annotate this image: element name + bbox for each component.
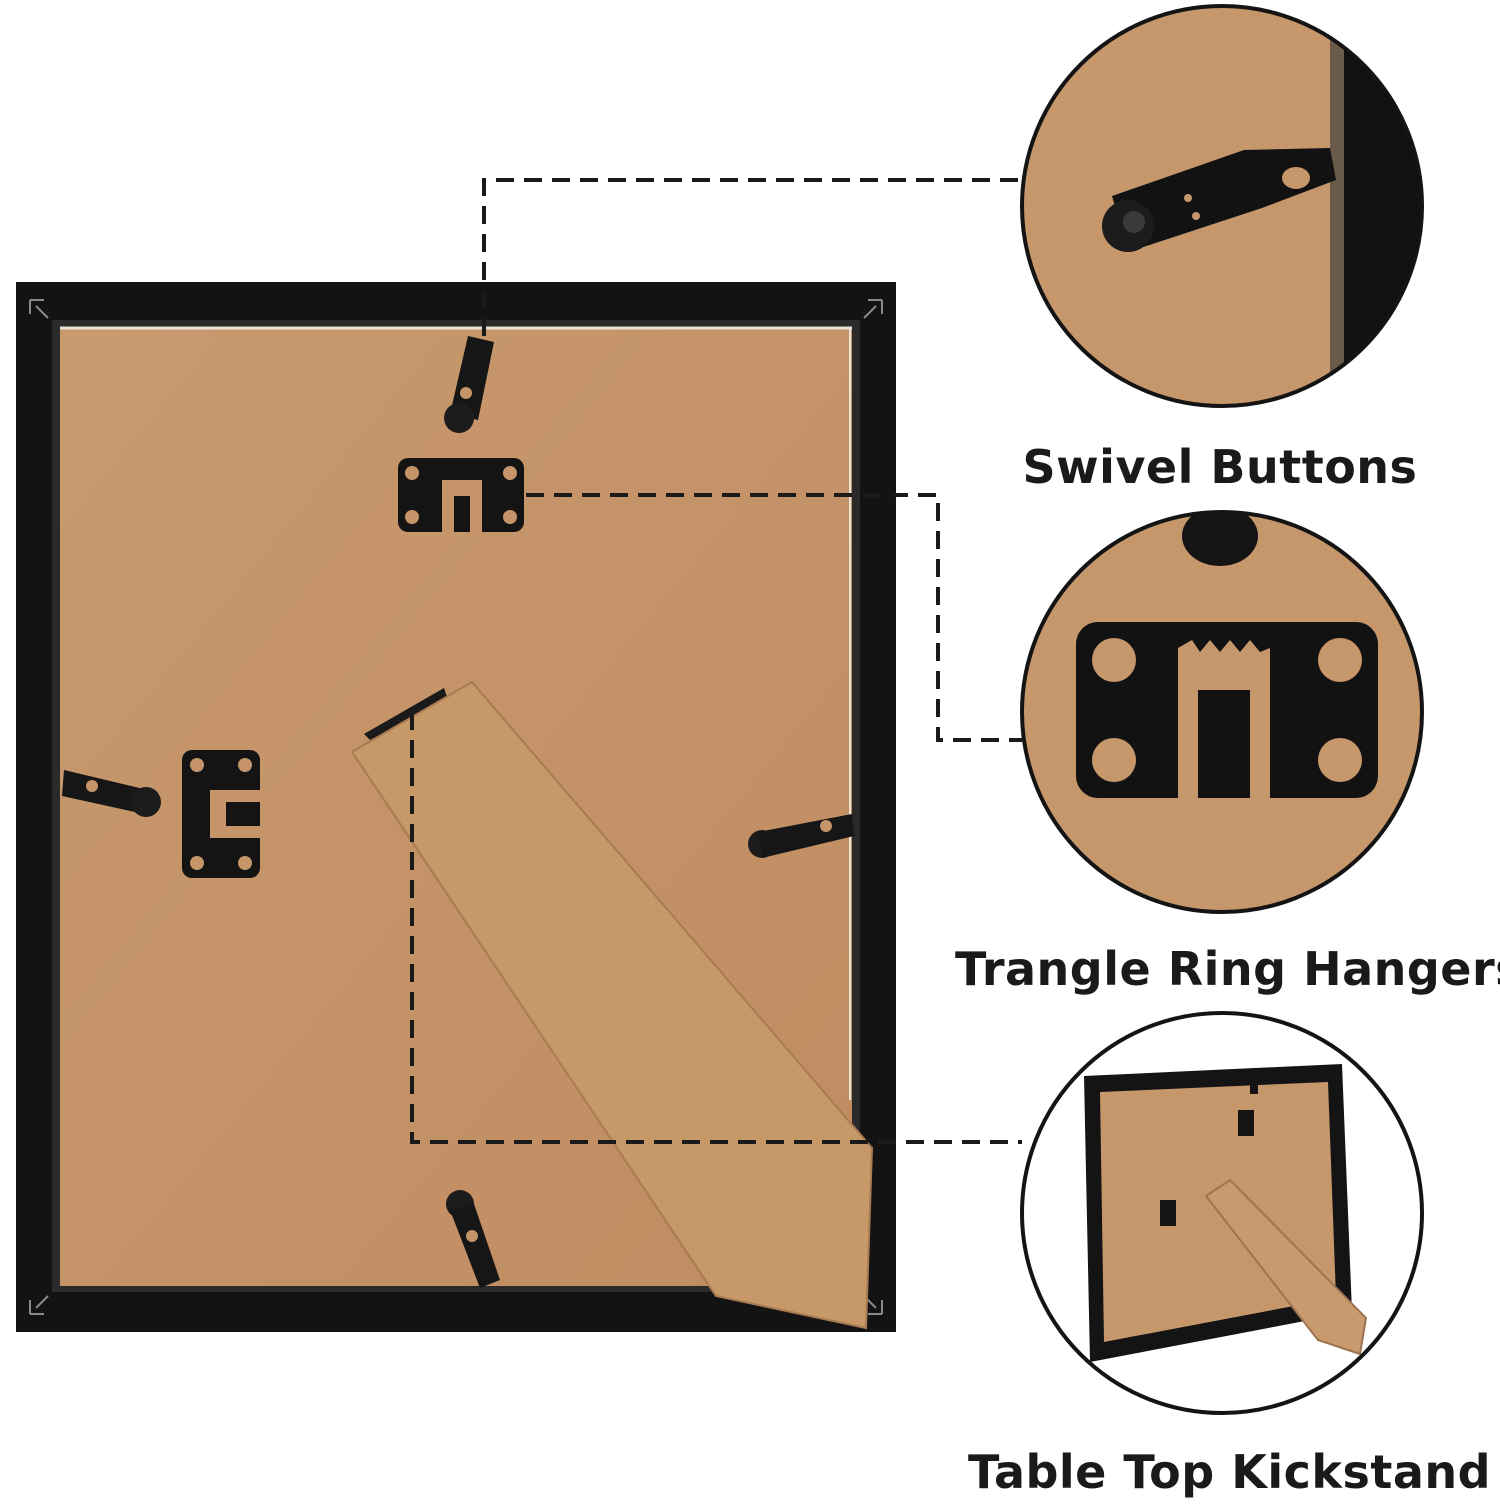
picture-frame-back (16, 282, 896, 1332)
feature-label-swivel-buttons: Swivel Buttons (1022, 440, 1418, 494)
leader-line-kickstand (410, 712, 1022, 1144)
detail-sawtooth-hanger (1020, 510, 1424, 914)
detail-circle-border (1020, 510, 1424, 914)
leader-lines (410, 178, 1022, 1144)
detail-kickstand (1020, 1011, 1424, 1415)
feature-label-triangle-ring-hangers: Trangle Ring Hangers (955, 942, 1500, 996)
swivel-button-icon (444, 336, 494, 433)
swivel-button-icon (446, 1190, 500, 1288)
sawtooth-hanger-icon (1076, 622, 1378, 800)
swivel-button-icon (1102, 148, 1336, 252)
detail-circle-border (1020, 4, 1424, 408)
sawtooth-hanger-icon (398, 458, 524, 532)
leader-line-swivel (482, 178, 1022, 336)
swivel-button-icon (62, 770, 161, 817)
sawtooth-hanger-icon (182, 750, 260, 878)
kickstand-icon (350, 680, 874, 1330)
feature-label-table-top-kickstand: Table Top Kickstand (968, 1445, 1492, 1499)
detail-circle-border (1020, 1011, 1424, 1415)
detail-swivel-button (1020, 4, 1424, 408)
leader-line-hanger (526, 493, 1022, 742)
kickstand-icon (1204, 1178, 1368, 1356)
swivel-button-icon (748, 814, 854, 858)
